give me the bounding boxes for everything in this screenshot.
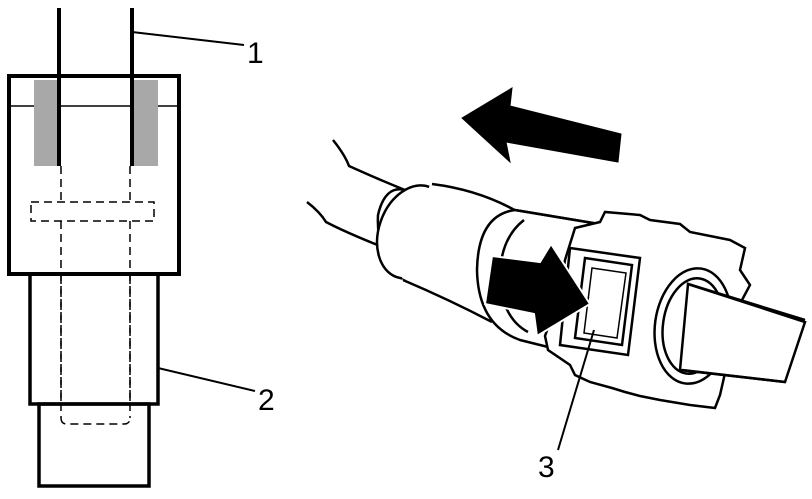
o-ring-band-right bbox=[134, 80, 158, 166]
callout-1: 1 bbox=[131, 31, 264, 70]
callout-label-1: 1 bbox=[247, 37, 264, 70]
push-arrow-right-icon bbox=[483, 242, 592, 338]
hose-upper-edge bbox=[332, 139, 406, 192]
callout-label-2: 2 bbox=[258, 384, 275, 417]
callout-3: 3 bbox=[538, 329, 595, 484]
leader-line-2 bbox=[157, 367, 256, 392]
o-ring-band-left bbox=[34, 80, 58, 166]
leader-line-1 bbox=[131, 31, 245, 46]
hose-sleeve bbox=[431, 182, 519, 214]
left-section-view bbox=[7, 8, 181, 488]
direction-arrow-left-icon bbox=[461, 87, 622, 164]
tail-section bbox=[37, 402, 151, 488]
right-perspective-view bbox=[306, 139, 807, 410]
lower-sleeve bbox=[28, 272, 160, 406]
callout-label-3: 3 bbox=[538, 451, 555, 484]
callout-2: 2 bbox=[157, 367, 275, 417]
hose-lower-edge bbox=[306, 201, 381, 248]
leader-line-3 bbox=[557, 329, 595, 451]
